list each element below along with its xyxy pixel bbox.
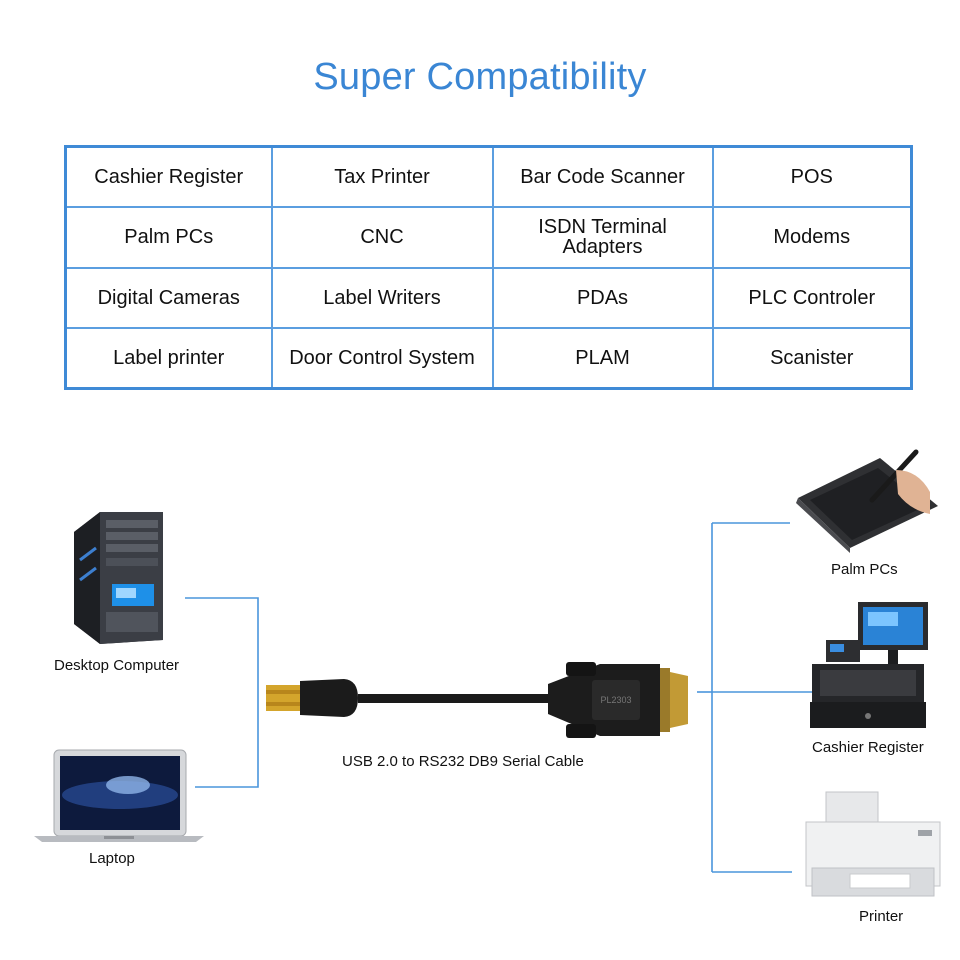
laptop-label: Laptop <box>89 850 135 867</box>
table-cell: Bar Code Scanner <box>491 145 714 208</box>
table-cell: Scanister <box>711 327 913 390</box>
table-cell: CNC <box>270 206 494 269</box>
desktop-line <box>185 597 259 788</box>
printer-label: Printer <box>859 908 904 925</box>
table-cell: PLAM <box>491 327 714 390</box>
connector-chip-text: PL2303 <box>600 695 631 705</box>
table-cell: Modems <box>711 206 913 269</box>
printer-icon <box>805 791 941 897</box>
table-cell: Digital Cameras <box>64 266 273 329</box>
connector-lines <box>185 522 812 873</box>
table-cell: Label Writers <box>270 266 494 329</box>
drawing-tablet-icon <box>796 449 938 553</box>
table-cell: ISDN Terminal Adapters <box>491 206 714 269</box>
table-cell: PDAs <box>491 266 714 329</box>
desktop-label: Desktop Computer <box>54 657 180 674</box>
usb-serial-cable-icon: PL2303 <box>266 662 688 738</box>
table-cell: Tax Printer <box>270 145 494 208</box>
tablet-label: Palm PCs <box>831 561 898 578</box>
table-cell: Label printer <box>64 327 273 390</box>
page-title: Super Compatibility <box>313 56 647 98</box>
cable-label: USB 2.0 to RS232 DB9 Serial Cable <box>342 753 584 770</box>
desktop-computer-icon <box>74 512 163 644</box>
table-cell: PLC Controler <box>711 266 913 329</box>
laptop-icon <box>34 749 204 842</box>
table-cell: Palm PCs <box>64 206 273 269</box>
cashier-label: Cashier Register <box>812 739 924 756</box>
table-cell: Door Control System <box>270 327 494 390</box>
table-cell: POS <box>711 145 913 208</box>
table-cell: Cashier Register <box>64 145 273 208</box>
cashier-register-icon <box>810 602 928 728</box>
